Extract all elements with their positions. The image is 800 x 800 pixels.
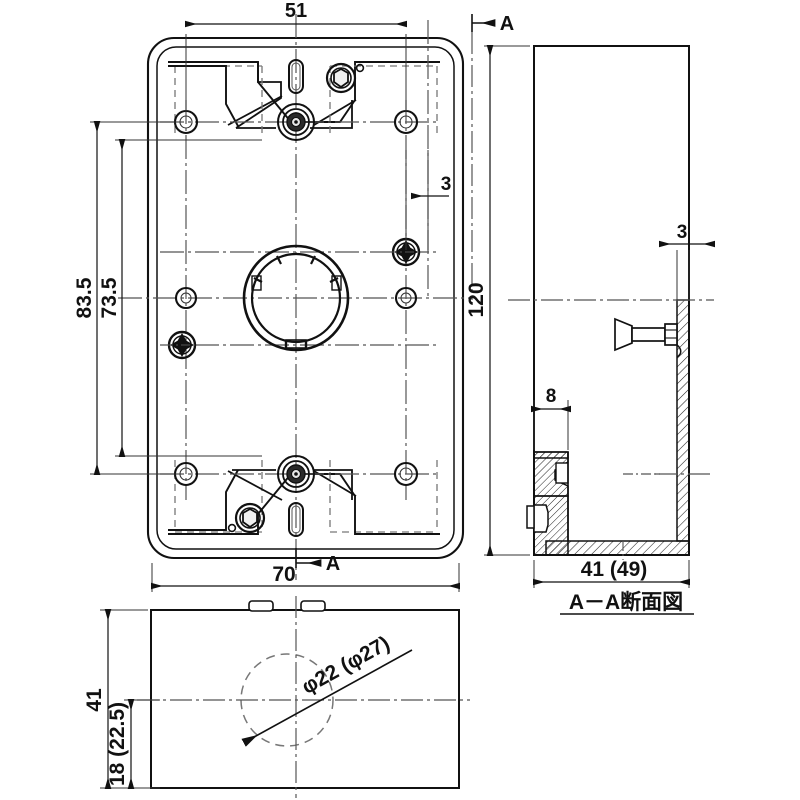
dim-41-49: 41 (49): [532, 558, 691, 588]
dim-3-section-label: 3: [677, 222, 688, 243]
hole-mid-right: [394, 286, 418, 310]
dim-18-22-5: 18 (22.5): [106, 698, 160, 790]
plan-bottom-diag-l: [227, 470, 283, 501]
dim-41: 41: [83, 608, 148, 790]
dim-3-section: 3: [658, 222, 716, 300]
dim-83-5-label: 83.5: [73, 277, 96, 318]
plan-top-wing-left: [235, 62, 282, 129]
bottom-centerlines: [137, 596, 470, 798]
hole-mid-left: [174, 286, 198, 310]
section-left-tab-cavity: [533, 504, 549, 533]
plan-bottom-left-step: [168, 469, 239, 531]
plan-bottom-diag-r: [313, 470, 357, 497]
dim-18-22-5-label: 18 (22.5): [106, 702, 129, 786]
dim-83-5: 83.5: [73, 120, 176, 476]
plan-top-diag-r: [313, 99, 357, 126]
section-title-label: A－A断面図: [569, 590, 683, 614]
section-countersunk-screw: [614, 317, 682, 358]
dim-120: 120: [465, 44, 530, 557]
section-centerlines: [508, 299, 714, 475]
dim-73-5: 73.5: [98, 138, 262, 458]
plan-small-pin-bottom: [227, 523, 237, 533]
dim-3-plan: 3: [405, 150, 452, 250]
section-mark-a-bottom: A: [295, 548, 340, 575]
plan-boss-bottom: [277, 455, 315, 493]
dim-41-label: 41: [83, 688, 106, 712]
plan-top-left-step: [168, 65, 239, 127]
dim-8-label: 8: [546, 386, 557, 407]
section-title: A－A断面図: [560, 590, 694, 615]
bottom-tab-right: [300, 600, 326, 612]
plan-top-wing-right: [310, 100, 353, 129]
dim-70-label: 70: [272, 563, 295, 586]
plan-boss-top: [277, 103, 315, 141]
bottom-tab-left: [248, 600, 274, 612]
dim-8: 8: [530, 386, 572, 450]
section-right-wall-hatch: [676, 299, 690, 542]
plan-top-diag-l: [227, 95, 283, 126]
dim-41-49-label: 41 (49): [581, 558, 648, 581]
bottom-top-tabs: [248, 600, 326, 612]
cross-screw-left: [164, 330, 200, 360]
section-left-flange: [526, 451, 569, 556]
plan-slot-bottom: [288, 502, 304, 537]
section-view: A: [465, 13, 716, 615]
dim-51-label: 51: [285, 0, 307, 22]
plan-small-pin-top: [355, 63, 365, 73]
hole-bottom-right: [393, 461, 419, 487]
plan-slot-top: [288, 59, 304, 94]
dim-120-label: 120: [465, 282, 488, 317]
plan-bottom-wing-r: [314, 469, 353, 500]
section-mark-a-top: A: [471, 13, 514, 35]
dim-51: 51: [184, 0, 408, 112]
dim-73-5-label: 73.5: [98, 277, 121, 318]
plan-hex-socket-top: [325, 62, 365, 94]
section-left-ear: [526, 505, 535, 529]
section-mark-a-top-label: A: [500, 13, 514, 35]
dim-70: 70: [150, 563, 461, 592]
plan-center-knockout: [242, 244, 350, 352]
plan-cross-screws: [164, 237, 424, 360]
bottom-hole-hidden: [240, 653, 334, 747]
dim-3-plan-label: 3: [441, 174, 452, 195]
plan-hex-socket-bottom: [227, 502, 266, 534]
section-mark-a-bottom-label: A: [326, 553, 340, 575]
plan-view: 51 70 83.5 73.5 3: [73, 0, 470, 592]
